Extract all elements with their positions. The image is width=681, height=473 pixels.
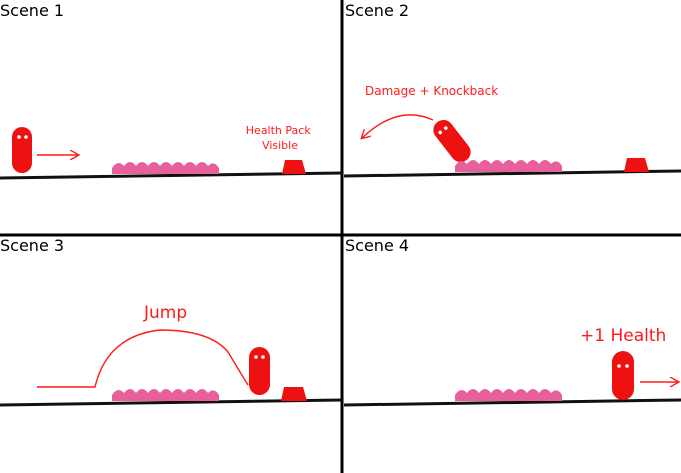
scene-1: Scene 1 Health Pack Visible (0, 1, 343, 180)
scene-3-title: Scene 3 (0, 236, 64, 255)
health-pack-caption: Health Pack Visible (246, 124, 314, 152)
knockback-caption: Damage + Knockback (365, 84, 498, 98)
scene-1-title: Scene 1 (0, 1, 64, 20)
scene-4: Scene 4 +1 Health (343, 236, 681, 407)
scene-2-title: Scene 2 (345, 1, 409, 20)
player-capsule-icon (433, 119, 471, 163)
ground (343, 398, 681, 407)
health-pack-icon (281, 387, 307, 401)
health-pack-icon (282, 160, 306, 174)
spike-hazard-icon (112, 162, 219, 174)
spike-hazard-icon (455, 160, 562, 172)
jump-caption: Jump (143, 303, 187, 323)
player-capsule-icon (12, 127, 32, 173)
jump-trajectory (37, 329, 249, 388)
scene-4-title: Scene 4 (345, 236, 409, 255)
scene-2: Scene 2 Damage + Knockback (343, 1, 681, 178)
health-pack-icon (624, 158, 649, 172)
health-gain-caption: +1 Health (580, 326, 666, 346)
spike-hazard-icon (112, 389, 219, 401)
player-capsule-icon (249, 347, 270, 395)
scene-3: Scene 3 Jump (0, 236, 343, 407)
spike-hazard-icon (455, 389, 562, 401)
knockback-arrow-icon (362, 114, 434, 138)
player-capsule-icon (612, 351, 634, 400)
